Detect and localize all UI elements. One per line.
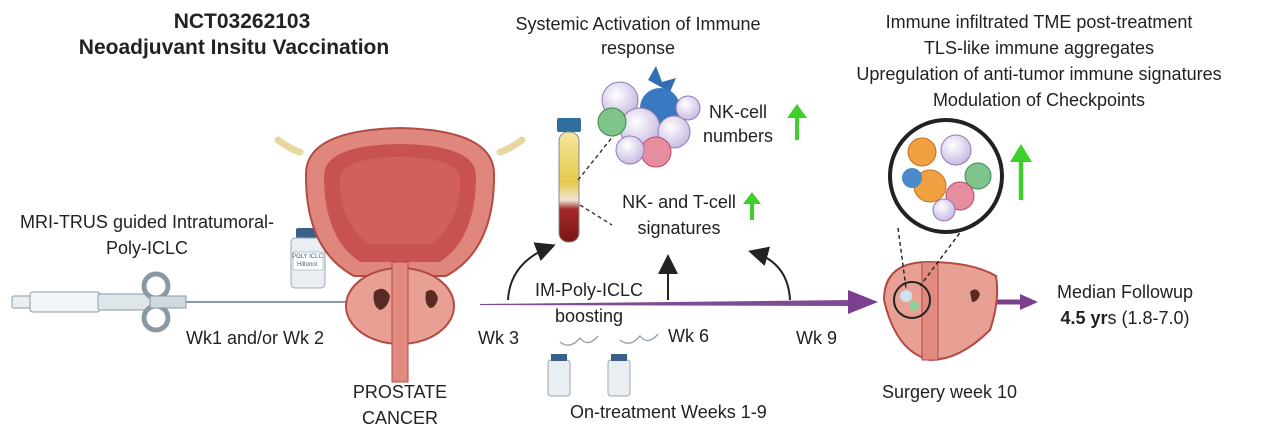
- boosting-line1: IM-Poly-ICLC: [534, 280, 643, 300]
- followup-arrow: [996, 294, 1038, 310]
- curved-arrow: [748, 246, 791, 301]
- up-arrow-icon: [1010, 144, 1032, 200]
- systemic-activation-line2: response: [600, 38, 676, 58]
- mri-guided-line1: MRI-TRUS guided Intratumoral-: [19, 212, 275, 232]
- up-arrow-icon: [787, 104, 807, 140]
- curved-arrow: [507, 242, 556, 301]
- timeline-arrow: [480, 290, 878, 314]
- tme-line-2: TLS-like immune aggregates: [923, 38, 1155, 58]
- dashed-connector: [577, 129, 619, 181]
- nk-t-signatures-line1: NK- and T-cell: [622, 192, 736, 212]
- followup-line1: Median Followup: [1056, 282, 1194, 302]
- tme-line-4: Modulation of Checkpoints: [932, 90, 1146, 110]
- timeline-wk6: Wk 6: [668, 326, 710, 346]
- surgery-week: Surgery week 10: [882, 382, 1018, 402]
- tme-magnified-icon: [888, 118, 1004, 234]
- dashed-connector: [897, 227, 907, 289]
- followup-line2: 4.5 yrs (1.8-7.0): [1040, 308, 1210, 329]
- systemic-activation-line1: Systemic Activation of Immune: [515, 14, 761, 34]
- prostate-illustration: [274, 126, 526, 383]
- tme-line-3: Upregulation of anti-tumor immune signat…: [856, 64, 1222, 84]
- resected-prostate-illustration: [882, 260, 999, 362]
- nk-cell-label-line2: numbers: [702, 126, 774, 146]
- up-arrow-icon: [743, 192, 761, 220]
- hand-vial-icon: [607, 333, 659, 397]
- blood-tube-icon: [557, 118, 581, 243]
- followup-range: (1.8-7.0): [1121, 308, 1190, 328]
- nk-cell-label-line1: NK-cell: [708, 102, 767, 122]
- boosting-line2: boosting: [554, 306, 624, 326]
- vial-label-line2: Hiltonol: [296, 262, 317, 268]
- prostate-cancer-line2: CANCER: [361, 408, 438, 428]
- mri-guided-line2: Poly-ICLC: [105, 238, 189, 258]
- vial-label-line1: POLY ICLC: [292, 254, 323, 260]
- prostate-cancer-line1: PROSTATE: [352, 382, 448, 402]
- nk-t-signatures-line2: signatures: [637, 218, 721, 238]
- timeline-wk3: Wk 3: [478, 328, 520, 348]
- dashed-connector: [919, 221, 969, 287]
- tme-line-1: Immune infiltrated TME post-treatment: [885, 12, 1193, 32]
- timeline-wk9: Wk 9: [796, 328, 838, 348]
- hand-vial-icon: [547, 335, 599, 397]
- diagram-title: Neoadjuvant Insitu Vaccination: [78, 36, 390, 59]
- syringe-icon: [11, 271, 382, 333]
- followup-value: 4.5 yr: [1060, 308, 1108, 328]
- followup-unit: s: [1107, 308, 1117, 328]
- on-treatment-weeks: On-treatment Weeks 1-9: [570, 402, 767, 422]
- trial-id: NCT03262103: [173, 10, 311, 33]
- timeline-wk1-2: Wk1 and/or Wk 2: [186, 328, 325, 348]
- immune-cell-cluster-icon: [597, 66, 701, 168]
- dashed-connector: [579, 204, 613, 226]
